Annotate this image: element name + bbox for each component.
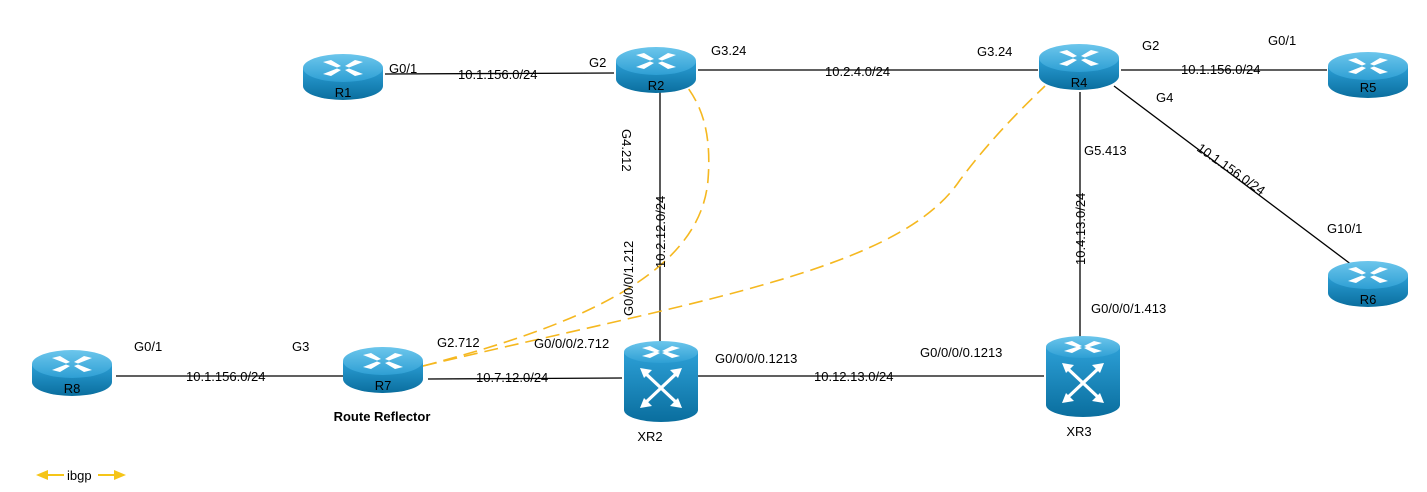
r2-g3-interface-label: G3.24 (711, 43, 746, 58)
router-r4-label: R4 (1071, 75, 1088, 90)
r5-interface-label: G0/1 (1268, 33, 1296, 48)
route-reflector-label: Route Reflector (334, 409, 431, 424)
r2-g2-interface-label: G2 (589, 55, 606, 70)
router-r8-label: R8 (64, 381, 81, 396)
ibgp-session-r7-r4 (422, 85, 1046, 367)
ibgp-legend-label: ibgp (67, 468, 92, 483)
subnet-r1-r2: 10.1.156.0/24 (458, 67, 538, 82)
r4-g4-interface-label: G4 (1156, 90, 1173, 105)
xr2-g0-interface-label: G0/0/0/0.1213 (715, 351, 797, 366)
r2-g4-interface-label: G4.212 (619, 129, 634, 172)
xr2-label: XR2 (637, 429, 662, 444)
router-r5-icon[interactable]: R5 (1328, 52, 1408, 98)
r8-interface-label: G0/1 (134, 339, 162, 354)
r6-interface-label: G10/1 (1327, 221, 1362, 236)
xr3-g0-interface-label: G0/0/0/0.1213 (920, 345, 1002, 360)
r4-g2-interface-label: G2 (1142, 38, 1159, 53)
r7-g3-interface-label: G3 (292, 339, 309, 354)
subnet-r4-r5: 10.1.156.0/24 (1181, 62, 1261, 77)
xr3-label: XR3 (1066, 424, 1091, 439)
router-r5-label: R5 (1360, 80, 1377, 95)
xr3-g1-interface-label: G0/0/0/1.413 (1091, 301, 1166, 316)
r4-g3-interface-label: G3.24 (977, 44, 1012, 59)
router-r6-label: R6 (1360, 292, 1377, 307)
router-r4-icon[interactable]: R4 (1039, 44, 1119, 90)
router-r7-label: R7 (375, 378, 392, 393)
router-r1-label: R1 (335, 85, 352, 100)
r1-interface-label: G0/1 (389, 61, 417, 76)
link-r4-r6 (1113, 85, 1353, 266)
link-r7-xr2 (427, 377, 623, 380)
devices-layer: R1 R2 R4 R5 R6 R7 R8 XR2 (32, 44, 1408, 444)
router-r7-icon[interactable]: R7 (343, 347, 423, 393)
links-layer (116, 69, 1353, 380)
r4-g5-interface-label: G5.413 (1084, 143, 1127, 158)
ibgp-session-r7-r2 (422, 87, 710, 367)
subnet-r2-r4: 10.2.4.0/24 (825, 64, 890, 79)
ibgp-sessions-layer (422, 85, 1046, 367)
xr2-g1-interface-label: G0/0/0/1.212 (621, 241, 636, 316)
subnet-xr2-xr3: 10.12.13.0/24 (814, 369, 894, 384)
router-r2-icon[interactable]: R2 (616, 47, 696, 93)
subnet-r8-r7: 10.1.156.0/24 (186, 369, 266, 384)
subnet-r7-xr2: 10.7.12.0/24 (476, 370, 548, 385)
xr2-switch-router-icon[interactable] (622, 340, 700, 424)
legend: ibgp (36, 466, 126, 484)
subnet-r4-xr3: 10.4.13.0/24 (1073, 193, 1088, 265)
link-r1-r2 (384, 72, 615, 75)
subnet-r2-xr2: 10.2.12.0/24 (653, 196, 668, 268)
xr3-switch-router-icon[interactable] (1044, 335, 1122, 419)
router-r6-icon[interactable]: R6 (1328, 261, 1408, 307)
subnet-r4-r6: 10.1.156.0/24 (1194, 140, 1268, 198)
xr2-g2-interface-label: G0/0/0/2.712 (534, 336, 609, 351)
router-r2-label: R2 (648, 78, 665, 93)
router-r1-icon[interactable]: R1 (303, 54, 383, 100)
router-r8-icon[interactable]: R8 (32, 350, 112, 396)
r7-g2-interface-label: G2.712 (437, 335, 480, 350)
